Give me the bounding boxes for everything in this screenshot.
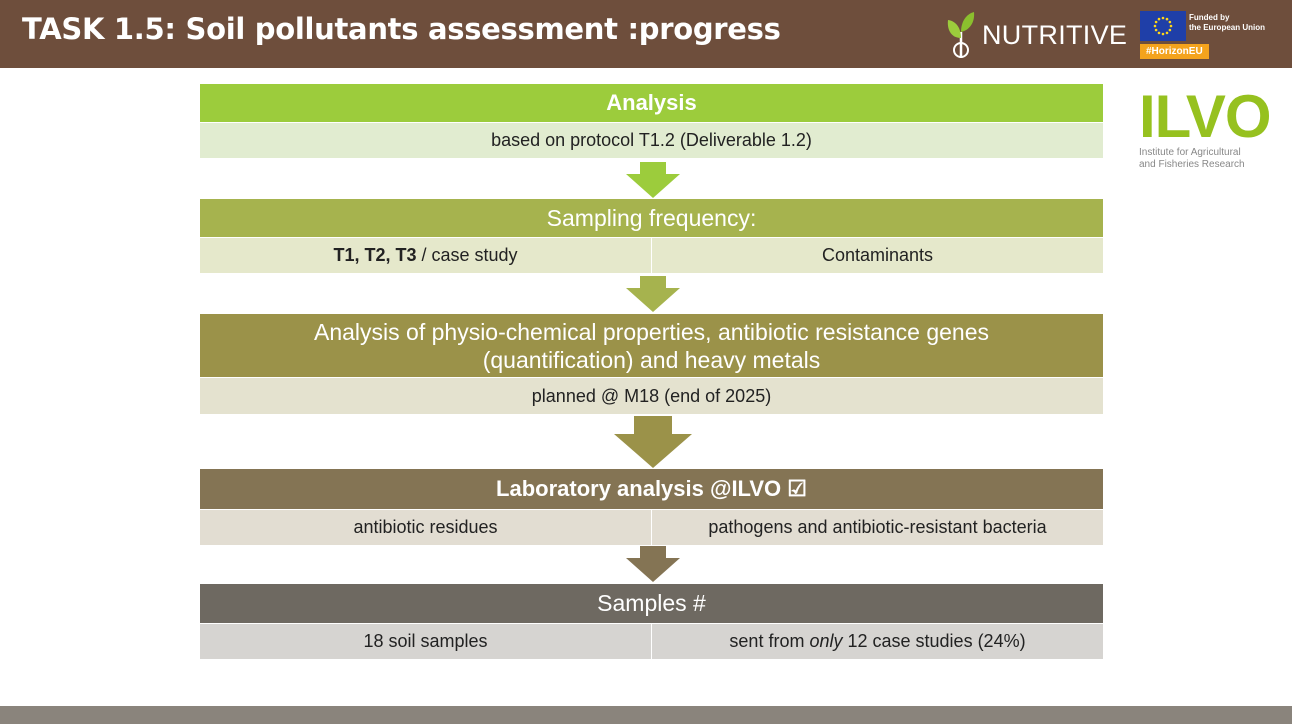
ilvo-subtitle-line2: and Fisheries Research xyxy=(1139,159,1245,170)
ilvo-logo: ILVO Institute for Agricultural and Fish… xyxy=(1139,83,1272,171)
case-studies-only: only xyxy=(809,631,843,651)
sprout-icon xyxy=(947,12,975,58)
nutritive-wordmark: NUTRITIVE xyxy=(982,20,1128,50)
case-studies-suffix: 12 case studies (24%) xyxy=(842,631,1026,651)
sampling-times-cell: T1, T2, T3 / case study xyxy=(200,238,651,273)
physio-title-line2: (quantification) and heavy metals xyxy=(482,346,821,373)
down-arrow-icon xyxy=(626,546,680,582)
case-studies-cell: sent from only 12 case studies (24%) xyxy=(652,624,1103,659)
sampling-times-bold: T1, T2, T3 xyxy=(333,245,417,265)
sampling-header: Sampling frequency: xyxy=(200,199,1103,237)
footer-bar xyxy=(0,706,1292,724)
ilvo-wordmark: ILVO xyxy=(1139,83,1272,150)
down-arrow-icon xyxy=(626,276,680,312)
analysis-header: Analysis xyxy=(200,84,1103,122)
sampling-times-rest: / case study xyxy=(416,245,518,265)
physio-title-line1: Analysis of physio-chemical properties, … xyxy=(314,318,989,345)
laboratory-header: Laboratory analysis @ILVO ☑ xyxy=(200,469,1103,509)
physio-detail: planned @ M18 (end of 2025) xyxy=(200,378,1103,414)
antibiotic-residues-cell: antibiotic residues xyxy=(200,510,651,545)
pathogens-cell: pathogens and antibiotic-resistant bacte… xyxy=(652,510,1103,545)
eu-funding-text: Funded by the European Union xyxy=(1189,13,1265,32)
page-title: TASK 1.5: Soil pollutants assessment :pr… xyxy=(22,12,781,46)
down-arrow-icon xyxy=(614,416,692,468)
samples-row: 18 soil samples sent from only 12 case s… xyxy=(200,624,1103,659)
sampling-row: T1, T2, T3 / case study Contaminants xyxy=(200,238,1103,273)
sampling-contaminants-cell: Contaminants xyxy=(652,238,1103,273)
horizon-eu-tag: #HorizonEU xyxy=(1140,44,1209,59)
soil-samples-cell: 18 soil samples xyxy=(200,624,651,659)
ilvo-subtitle-line1: Institute for Agricultural xyxy=(1139,147,1241,158)
down-arrow-icon xyxy=(626,162,680,198)
samples-header: Samples # xyxy=(200,584,1103,623)
eu-funding-logo: Funded by the European Union #HorizonEU xyxy=(1140,11,1286,63)
case-studies-prefix: sent from xyxy=(729,631,810,651)
title-bar: TASK 1.5: Soil pollutants assessment :pr… xyxy=(0,0,1292,68)
analysis-detail: based on protocol T1.2 (Deliverable 1.2) xyxy=(200,123,1103,158)
eu-flag-icon xyxy=(1140,11,1186,41)
laboratory-row: antibiotic residues pathogens and antibi… xyxy=(200,510,1103,545)
physio-header: Analysis of physio-chemical properties, … xyxy=(200,314,1103,377)
